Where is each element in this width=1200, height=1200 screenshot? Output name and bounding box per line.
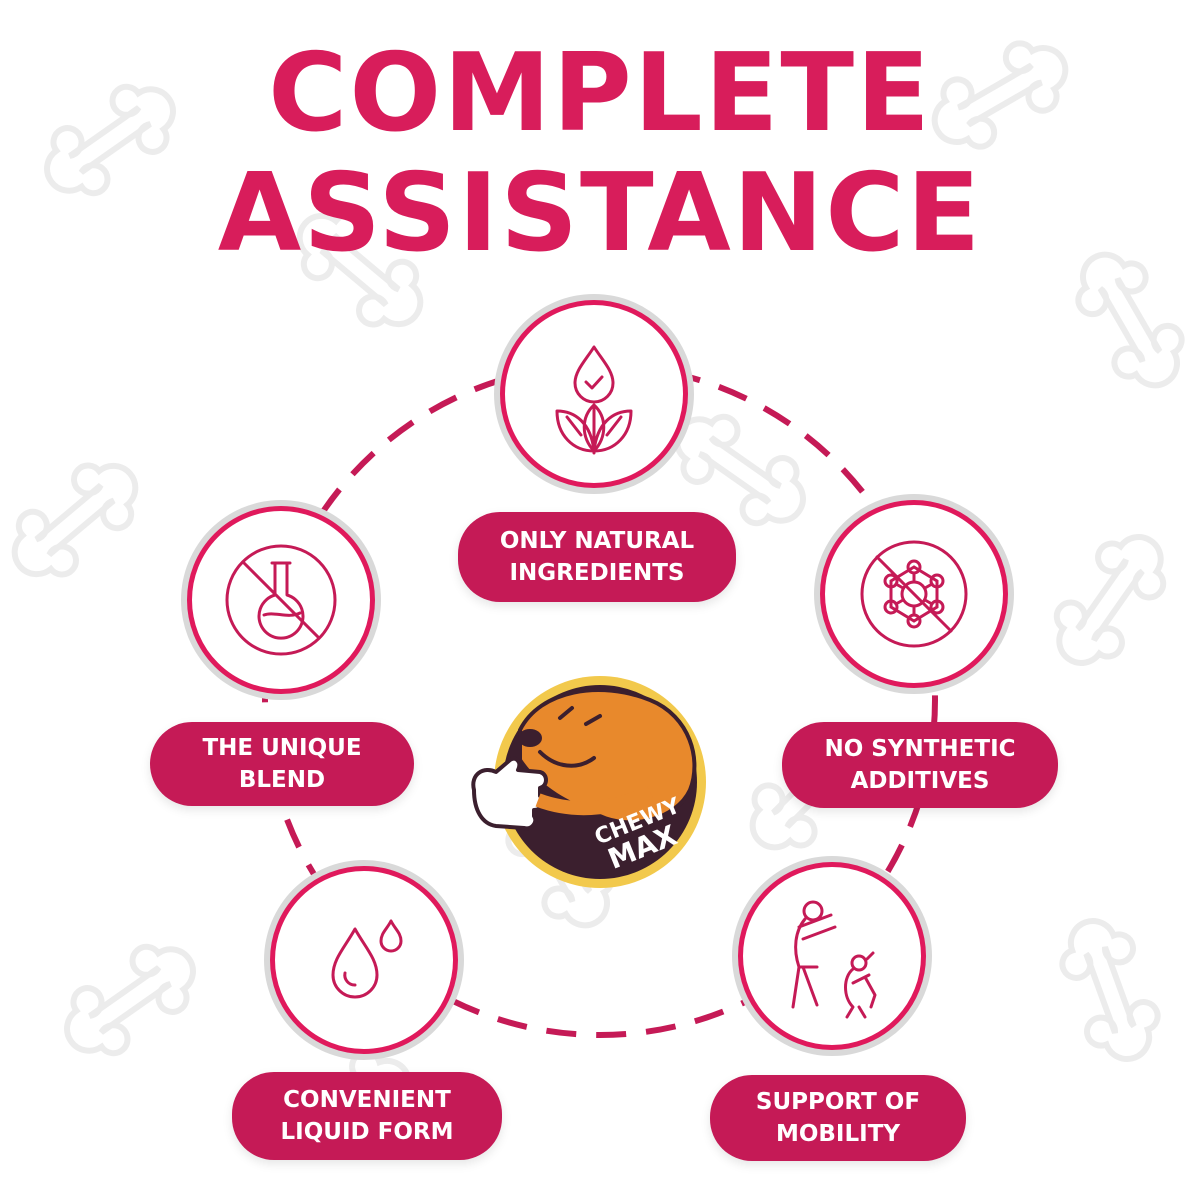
- no-chemical-molecule-icon: [860, 540, 968, 648]
- feature-label-liquid-line1: CONVENIENT: [283, 1087, 451, 1113]
- feature-label-natural-line2: INGREDIENTS: [509, 560, 685, 586]
- feature-circle-liquid: [270, 866, 458, 1054]
- feature-label-blend-line2: BLEND: [238, 767, 326, 793]
- no-flask-icon: [225, 544, 337, 656]
- feature-circle-synthetic: [820, 500, 1008, 688]
- feature-label-liquid: CONVENIENT LIQUID FORM: [232, 1072, 502, 1160]
- feature-label-natural: ONLY NATURAL INGREDIENTS: [458, 512, 736, 602]
- feature-label-blend: THE UNIQUE BLEND: [150, 722, 414, 806]
- feature-label-liquid-line2: LIQUID FORM: [280, 1119, 454, 1145]
- feature-label-mobility-line2: MOBILITY: [775, 1121, 901, 1147]
- liquid-drops-icon: [331, 919, 403, 999]
- title-line-2: ASSISTANCE: [217, 151, 983, 276]
- person-playing-with-dog-icon: [791, 900, 877, 1019]
- feature-label-synthetic-line1: NO SYNTHETIC: [824, 736, 1016, 762]
- feature-label-mobility-line1: SUPPORT OF: [755, 1089, 921, 1115]
- feature-label-synthetic-line2: ADDITIVES: [850, 768, 990, 794]
- feature-label-synthetic: NO SYNTHETIC ADDITIVES: [782, 722, 1058, 808]
- feature-circle-natural: [500, 300, 688, 488]
- feature-label-mobility: SUPPORT OF MOBILITY: [710, 1075, 966, 1161]
- feature-circle-mobility: [738, 862, 926, 1050]
- title-line-1: COMPLETE: [268, 31, 932, 156]
- feature-label-natural-line1: ONLY NATURAL: [499, 528, 695, 554]
- feature-circle-blend: [187, 506, 375, 694]
- feature-label-blend-line1: THE UNIQUE: [202, 735, 362, 761]
- drop-with-leaves-icon: [555, 345, 633, 455]
